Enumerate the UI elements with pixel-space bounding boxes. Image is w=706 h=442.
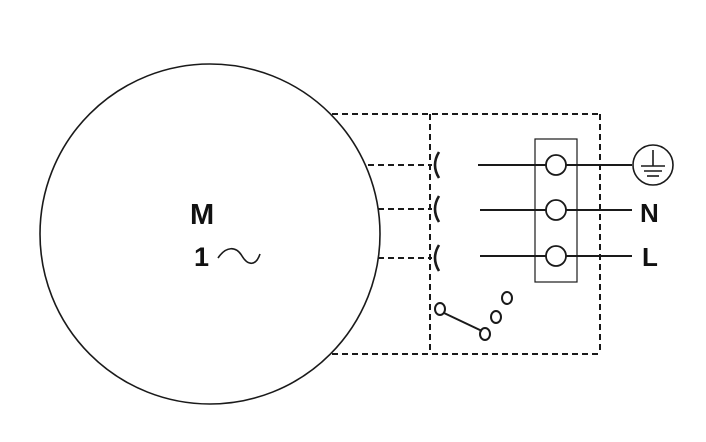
switch-contact-1 [479, 327, 491, 341]
alternating-current-icon [217, 247, 261, 265]
terminal-box-outline [332, 113, 601, 355]
connector-middle [433, 195, 441, 223]
motor-letter: M [190, 199, 214, 231]
connector-top [433, 151, 441, 179]
terminal-strip [478, 138, 632, 283]
lead-connectors [433, 151, 441, 272]
switch-contact-3 [501, 291, 513, 305]
switch-pivot [434, 302, 446, 316]
neutral-label: N [640, 198, 659, 228]
motor-circle [39, 63, 381, 405]
terminal-screw-live [545, 245, 567, 267]
live-label: L [642, 242, 658, 272]
motor-lead-wires [368, 164, 432, 259]
connector-bottom [433, 244, 441, 272]
motor-phase-number: 1 [194, 242, 209, 272]
switch-contact-2 [490, 310, 502, 324]
terminal-screw-neutral [545, 199, 567, 221]
motor: M 1 [39, 63, 381, 405]
earth-ground-icon [632, 144, 674, 186]
switch-arm [443, 312, 483, 332]
terminal-screw-earth [545, 154, 567, 176]
rotary-switch-icon [434, 291, 513, 341]
